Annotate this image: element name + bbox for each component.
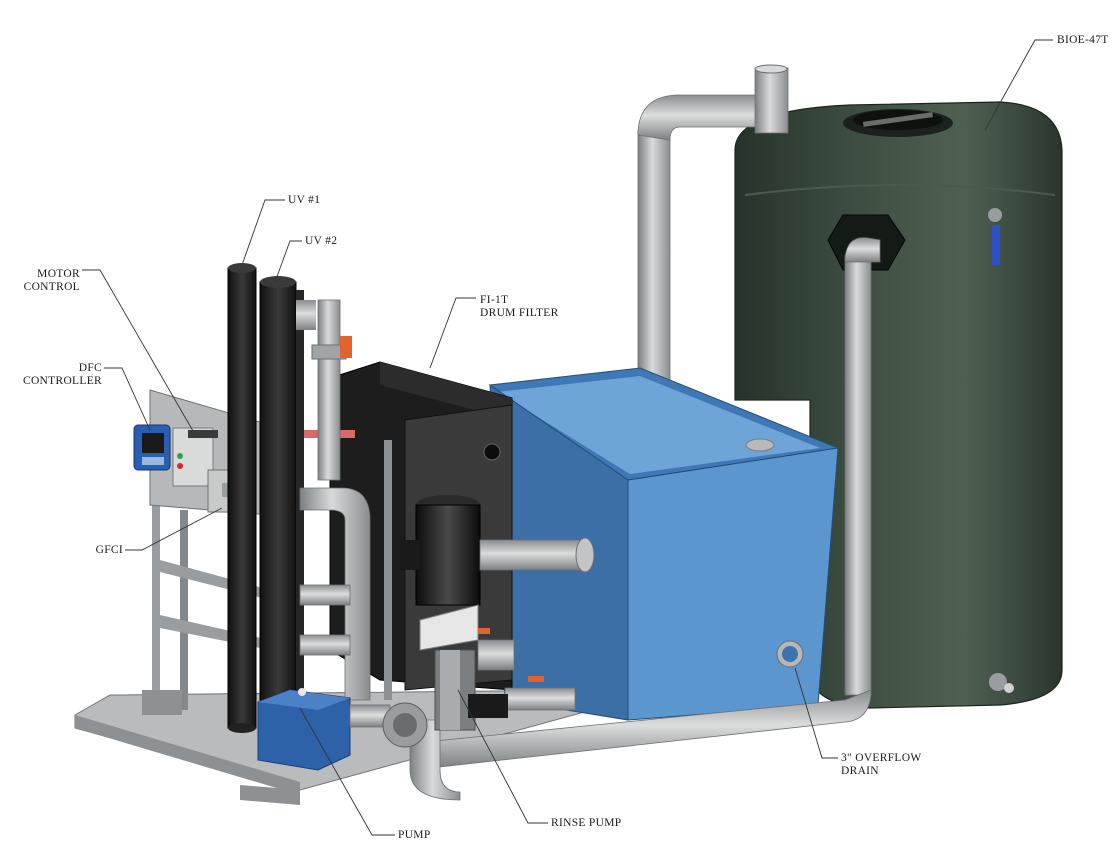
motor-control-box xyxy=(172,427,218,487)
dfc-controller xyxy=(133,424,171,471)
leader-dfc xyxy=(104,367,151,431)
label-uv1: UV #1 xyxy=(288,194,321,206)
leader-bioe xyxy=(984,39,1053,131)
return-pipe xyxy=(409,237,881,801)
label-motor-control-line1: MOTOR xyxy=(37,268,80,280)
label-motor-control-line2: CONTROL xyxy=(23,281,80,293)
label-drum-filter: FI-1T DRUM FILTER xyxy=(480,294,559,320)
leader-motor-control xyxy=(82,269,194,432)
label-motor-control: MOTOR CONTROL xyxy=(8,268,80,294)
main-pump xyxy=(257,688,428,771)
label-dfc-controller: DFC CONTROLLER xyxy=(8,362,102,388)
leader-uv2 xyxy=(274,240,302,283)
label-overflow-line1: 3" OVERFLOW xyxy=(841,752,922,764)
label-drum-filter-line2: DRUM FILTER xyxy=(480,307,559,319)
leader-gfci xyxy=(125,507,223,551)
label-dfc-line1: DFC xyxy=(78,362,102,374)
label-bioe: BIOE-47T xyxy=(1057,34,1109,46)
supply-valves xyxy=(468,628,576,718)
label-uv2: UV #2 xyxy=(305,235,338,247)
label-drum-filter-line1: FI-1T xyxy=(480,294,509,306)
leader-pump xyxy=(299,707,395,836)
label-overflow-drain: 3" OVERFLOW DRAIN xyxy=(841,752,922,778)
leader-drum-filter xyxy=(429,297,476,369)
label-gfci: GFCI xyxy=(95,544,123,556)
label-dfc-line2: CONTROLLER xyxy=(22,375,102,387)
leader-overflow xyxy=(794,667,838,759)
leader-uv1 xyxy=(241,199,285,266)
label-overflow-line2: DRAIN xyxy=(841,765,879,777)
rinse-pump xyxy=(400,495,595,731)
label-rinse-pump: RINSE PUMP xyxy=(551,817,622,829)
leader-rinse-pump xyxy=(457,689,548,824)
leader-lines xyxy=(82,39,1053,836)
sump-tank xyxy=(488,367,840,721)
label-pump: PUMP xyxy=(398,829,431,841)
